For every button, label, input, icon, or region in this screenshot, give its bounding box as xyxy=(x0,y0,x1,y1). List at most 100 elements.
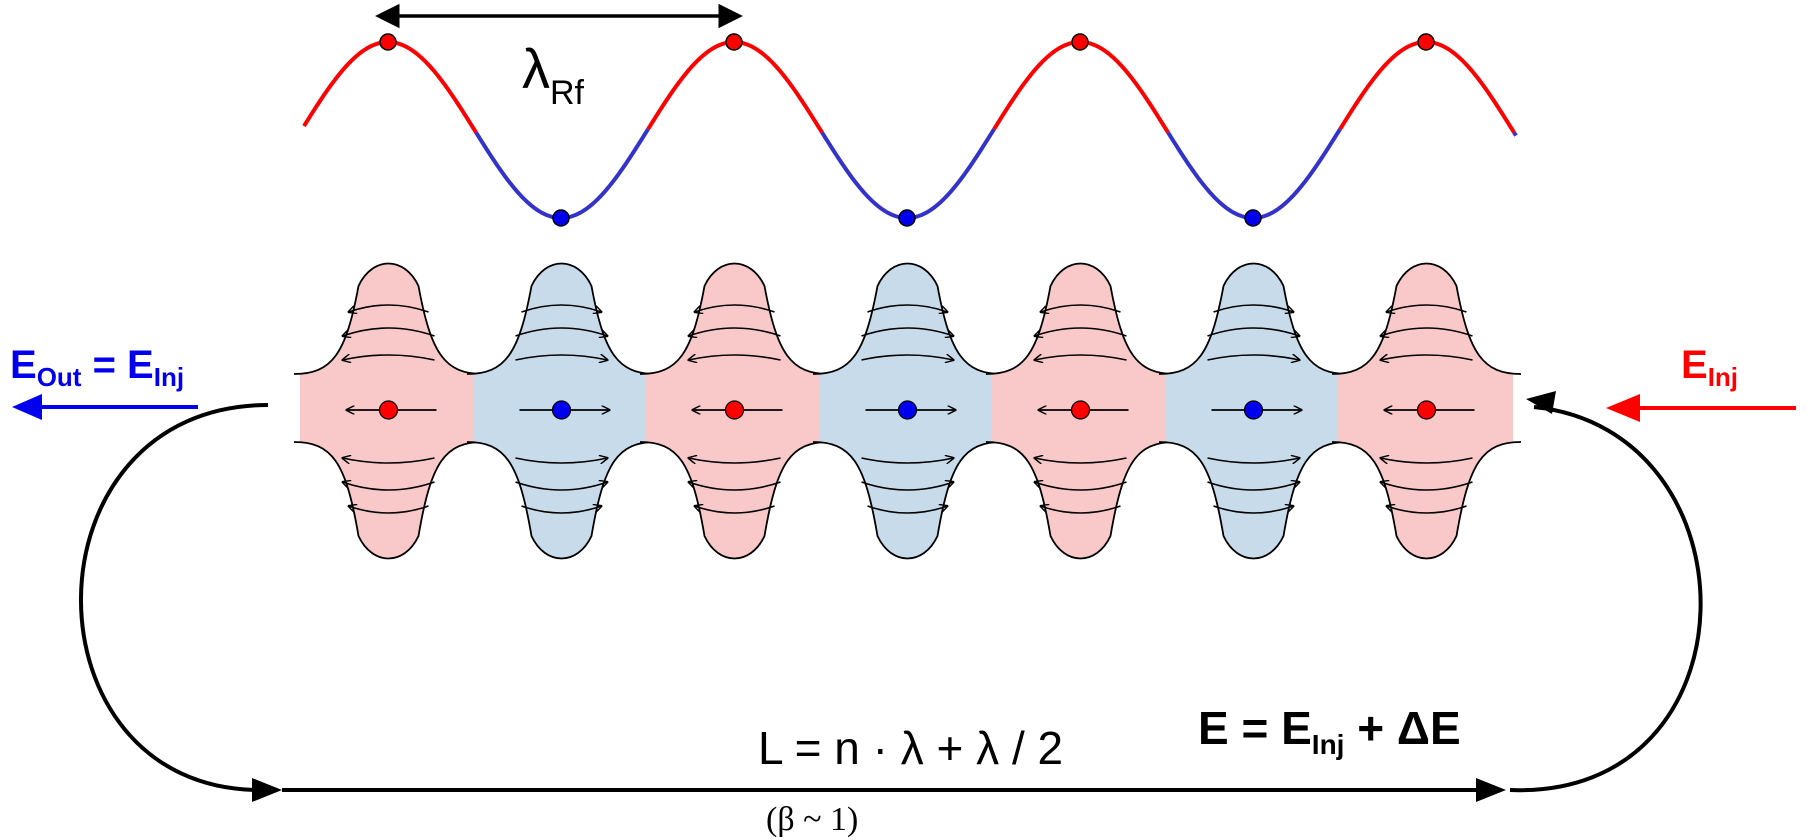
wave-positive-segment xyxy=(302,39,478,134)
field-line xyxy=(515,482,608,491)
cell-lower-lobe xyxy=(467,442,656,559)
field-line xyxy=(1387,304,1467,312)
cell-lower-outline xyxy=(985,441,1176,560)
field-line xyxy=(689,458,781,463)
cell-upper-outline xyxy=(466,262,657,375)
wave-positive-segment xyxy=(1338,39,1516,134)
field-line xyxy=(1035,355,1127,360)
cell-upper-lobe xyxy=(294,263,483,374)
field-line xyxy=(695,506,775,514)
beta-note: (β ~ 1) xyxy=(766,801,858,838)
particle-bunch xyxy=(897,400,918,420)
cell-upper-lobe xyxy=(986,263,1175,374)
field-line xyxy=(861,327,954,336)
field-line xyxy=(1035,482,1127,491)
cavity-cell-red xyxy=(293,262,484,560)
cell-lower-outline xyxy=(639,441,830,560)
wave-trough-dot xyxy=(552,209,570,227)
cavity-cell-blue xyxy=(1158,262,1349,560)
wave-crest-dot xyxy=(725,33,743,51)
field-line xyxy=(689,482,781,491)
cavity-cell-red xyxy=(639,262,830,560)
field-line xyxy=(1381,355,1473,360)
field-line xyxy=(1041,506,1121,514)
wave-trough-dot xyxy=(898,209,916,227)
rf-wave xyxy=(302,33,1518,227)
cavity-cell-red xyxy=(1331,262,1522,560)
field-line xyxy=(1213,304,1294,312)
cell-lower-lobe xyxy=(1159,442,1348,559)
field-line xyxy=(861,355,954,360)
field-line xyxy=(343,327,435,336)
wave-negative-segment xyxy=(1166,128,1342,220)
field-line xyxy=(1213,506,1294,514)
particle-bunch xyxy=(378,400,399,420)
cell-upper-lobe xyxy=(813,263,1002,374)
wave-trough-dot xyxy=(1244,209,1262,227)
field-line xyxy=(689,327,781,336)
field-line xyxy=(1207,458,1300,463)
particle-bunch xyxy=(724,400,745,420)
cell-lower-lobe xyxy=(294,442,483,559)
field-line xyxy=(343,482,435,491)
wave-negative-segment xyxy=(1512,131,1518,137)
cell-upper-lobe xyxy=(1332,263,1521,374)
cell-upper-outline xyxy=(1331,262,1522,375)
field-line xyxy=(861,458,954,463)
field-line xyxy=(1381,458,1473,463)
field-line xyxy=(1035,327,1127,336)
cell-upper-lobe xyxy=(640,263,829,374)
cell-lower-lobe xyxy=(1332,442,1521,559)
wavelength-label: λRf xyxy=(522,37,585,112)
field-line xyxy=(515,458,608,463)
inj-energy-label: EInj xyxy=(1681,343,1738,392)
out-arrow-icon xyxy=(12,394,198,420)
field-line xyxy=(689,355,781,360)
cell-lower-lobe xyxy=(813,442,1002,559)
particle-bunch xyxy=(1416,400,1437,420)
cell-lower-outline xyxy=(1158,441,1349,560)
cell-lower-outline xyxy=(1331,441,1522,560)
field-line xyxy=(1387,506,1467,514)
field-line xyxy=(1041,304,1121,312)
cell-upper-outline xyxy=(293,262,484,375)
field-line xyxy=(521,304,602,312)
field-line xyxy=(1207,482,1300,491)
wave-crest-dot xyxy=(379,33,397,51)
cell-lower-lobe xyxy=(986,442,1175,559)
particle-bunch xyxy=(551,400,572,420)
field-line xyxy=(515,355,608,360)
field-line xyxy=(1381,482,1473,491)
return-arc-icon xyxy=(79,391,1703,802)
field-line xyxy=(515,327,608,336)
wave-crest-dot xyxy=(1071,33,1089,51)
cavity-cells xyxy=(293,262,1522,560)
cell-upper-outline xyxy=(985,262,1176,375)
cell-lower-outline xyxy=(812,441,1003,560)
field-line xyxy=(867,304,948,312)
cell-upper-lobe xyxy=(1159,263,1348,374)
out-energy-label: EOut = EInj xyxy=(10,343,184,392)
cell-upper-outline xyxy=(639,262,830,375)
cavity-cell-red xyxy=(985,262,1176,560)
length-formula: L = n · λ + λ / 2 xyxy=(758,722,1063,774)
particle-bunch xyxy=(1243,400,1264,420)
cell-upper-outline xyxy=(812,262,1003,375)
field-line xyxy=(521,506,602,514)
wave-positive-segment xyxy=(646,39,824,134)
field-line xyxy=(1207,355,1300,360)
field-line xyxy=(349,304,429,312)
field-line xyxy=(695,304,775,312)
cavity-cell-blue xyxy=(812,262,1003,560)
field-line xyxy=(343,355,435,360)
field-line xyxy=(861,482,954,491)
cavity-cell-blue xyxy=(466,262,657,560)
energy-gain-label: E = EInj + ΔE xyxy=(1198,702,1461,760)
cell-lower-lobe xyxy=(640,442,829,559)
inj-arrow-icon xyxy=(1606,394,1796,422)
wave-crest-dot xyxy=(1417,33,1435,51)
particle-bunch xyxy=(1070,400,1091,420)
cell-upper-outline xyxy=(1158,262,1349,375)
